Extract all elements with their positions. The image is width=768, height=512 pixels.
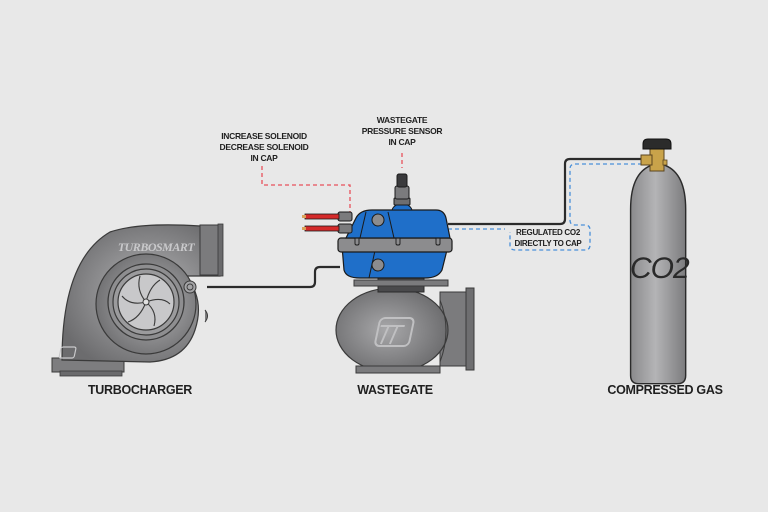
regulated-co2-callout: REGULATED CO2 DIRECTLY TO CAP xyxy=(508,227,588,249)
regulated-callout-line-1: REGULATED CO2 xyxy=(516,228,580,237)
sensor-callout-line-3: IN CAP xyxy=(388,137,416,147)
solenoid-callout-line-1: INCREASE SOLENOID xyxy=(221,131,307,141)
wastegate-label: WASTEGATE xyxy=(357,383,433,397)
co2-supply-hose xyxy=(448,157,642,226)
pressure-sensor-callout: WASTEGATE PRESSURE SENSOR IN CAP xyxy=(352,115,452,148)
regulated-callout-line-2: DIRECTLY TO CAP xyxy=(514,239,582,248)
turbocharger-label: TURBOCHARGER xyxy=(87,383,193,397)
wastegate-illustration xyxy=(302,173,475,374)
turbocharger-illustration: TURBOSMART xyxy=(51,223,224,377)
sensor-callout-line-1: WASTEGATE xyxy=(376,115,428,125)
solenoid-callout-line-3: IN CAP xyxy=(250,153,278,163)
tank-co2-text: CO2 xyxy=(630,252,690,285)
turbo-brand-text: TURBOSMART xyxy=(118,240,196,254)
regulated-co2-dashed-path xyxy=(448,163,642,251)
co2-tank-illustration xyxy=(629,138,687,385)
turbo-to-wastegate-hose xyxy=(207,265,340,289)
sensor-callout-line-2: PRESSURE SENSOR xyxy=(361,126,443,136)
solenoid-callout: INCREASE SOLENOID DECREASE SOLENOID IN C… xyxy=(205,131,323,164)
solenoid-callout-line xyxy=(261,166,351,212)
compressed-gas-label: COMPRESSED GAS xyxy=(607,383,723,397)
solenoid-callout-line-2: DECREASE SOLENOID xyxy=(219,142,309,152)
